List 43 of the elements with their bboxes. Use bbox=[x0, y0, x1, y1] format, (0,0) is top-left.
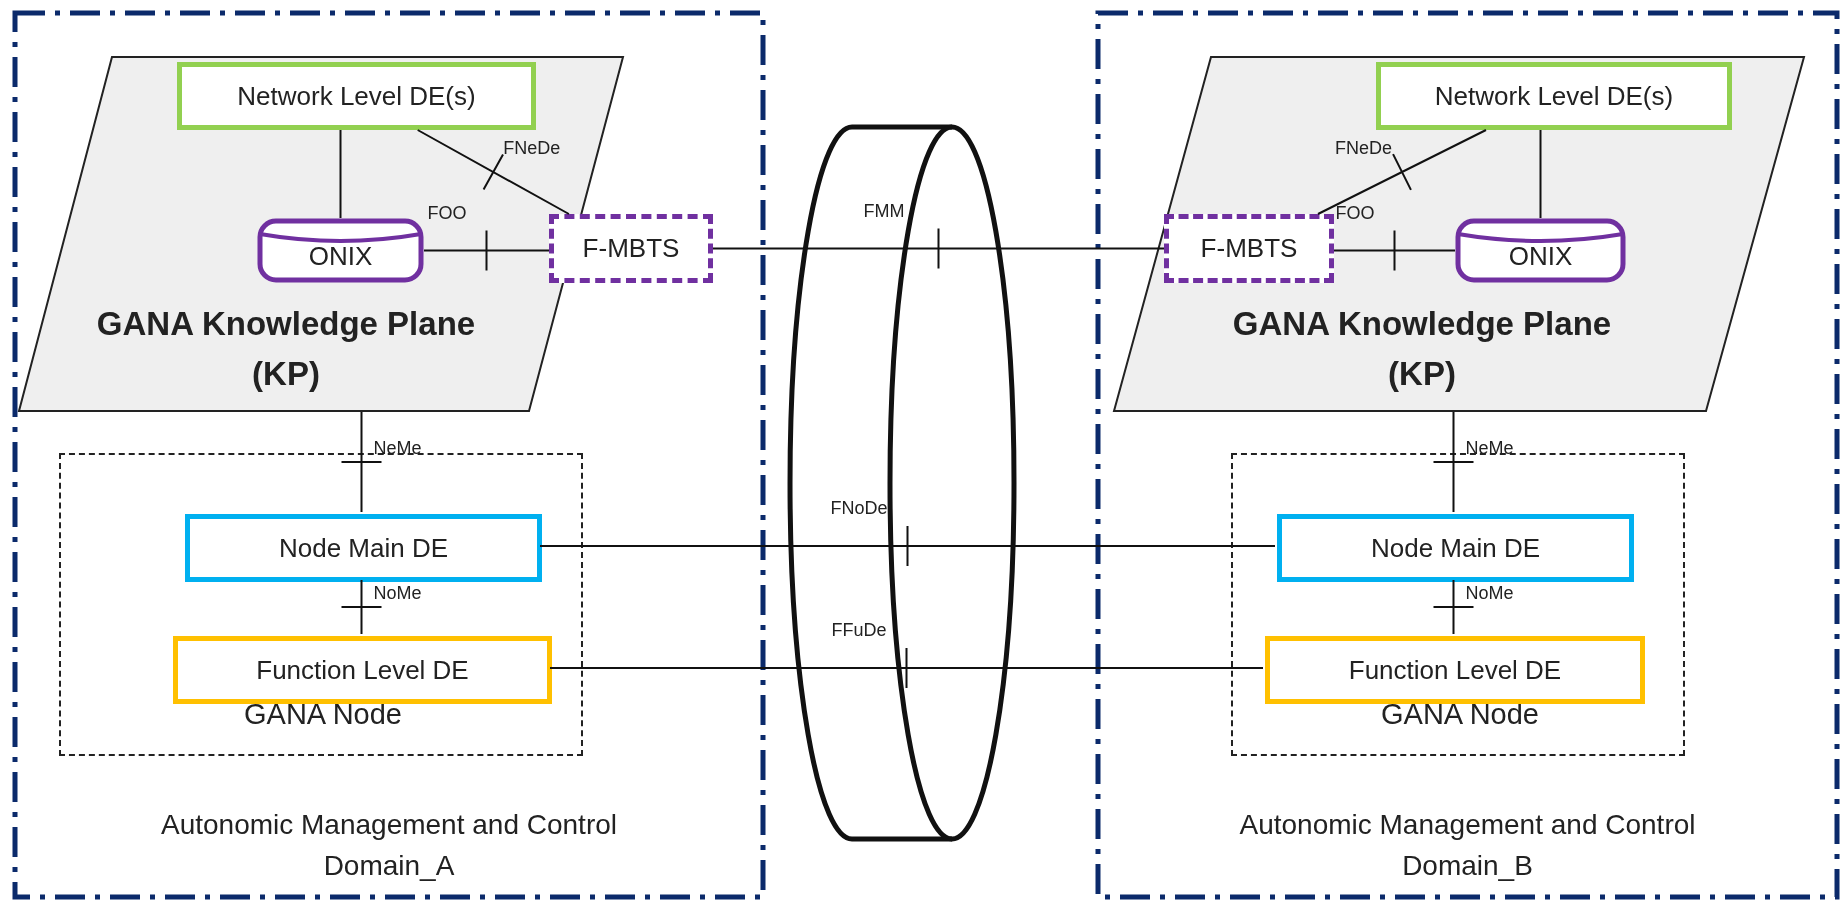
interface-line bbox=[539, 525, 1276, 567]
plane-title: GANA Knowledge Plane (KP) bbox=[1231, 304, 1613, 394]
database-cylinder: ONIX bbox=[1455, 218, 1626, 283]
interface-line bbox=[712, 227, 1165, 270]
interface-label: FNeDe bbox=[503, 138, 561, 159]
interface-line bbox=[416, 129, 570, 215]
interface-line bbox=[339, 129, 342, 219]
decision-element-box: Function Level DE bbox=[1265, 636, 1645, 704]
domain-frame bbox=[1095, 10, 1840, 900]
domain-label: Autonomic Management and Control Domain_B bbox=[1238, 808, 1697, 883]
decision-element-box: Function Level DE bbox=[173, 636, 552, 704]
interface-line bbox=[549, 647, 1264, 689]
interface-label: NoMe bbox=[373, 583, 422, 604]
interface-label: FNoDe bbox=[830, 498, 888, 519]
interface-label: NeMe bbox=[1465, 438, 1514, 459]
database-cylinder: ONIX bbox=[257, 218, 424, 283]
interface-label: NoMe bbox=[1465, 583, 1514, 604]
decision-element-box: Node Main DE bbox=[1277, 514, 1634, 582]
interface-label: FOO bbox=[1335, 202, 1375, 224]
decision-element-box: Node Main DE bbox=[185, 514, 542, 582]
interface-line bbox=[1432, 579, 1475, 635]
interface-line bbox=[423, 229, 550, 272]
interface-line bbox=[1317, 129, 1487, 215]
interface-label: FMM bbox=[863, 200, 905, 222]
decision-element-box: Network Level DE(s) bbox=[1376, 62, 1732, 130]
domain-frame bbox=[12, 10, 766, 900]
interface-line bbox=[340, 411, 383, 513]
function-block-box: F-MBTS bbox=[549, 214, 713, 283]
function-block-box: F-MBTS bbox=[1164, 214, 1334, 283]
node-group-frame bbox=[59, 453, 583, 756]
knowledge-plane-parallelogram bbox=[1113, 56, 1805, 412]
interface-line bbox=[1539, 129, 1542, 219]
plane-title: GANA Knowledge Plane (KP) bbox=[95, 304, 477, 394]
interface-line bbox=[340, 579, 383, 635]
interface-label: FFuDe bbox=[831, 620, 887, 641]
interface-line bbox=[1333, 229, 1456, 272]
interface-line bbox=[1432, 411, 1475, 513]
decision-element-box: Network Level DE(s) bbox=[177, 62, 536, 130]
interface-label: FOO bbox=[427, 202, 467, 224]
node-group-frame bbox=[1231, 453, 1685, 756]
interface-label: FNeDe bbox=[1335, 138, 1392, 159]
interface-label: NeMe bbox=[373, 438, 422, 459]
domain-label: Autonomic Management and Control Domain_A bbox=[159, 808, 618, 883]
